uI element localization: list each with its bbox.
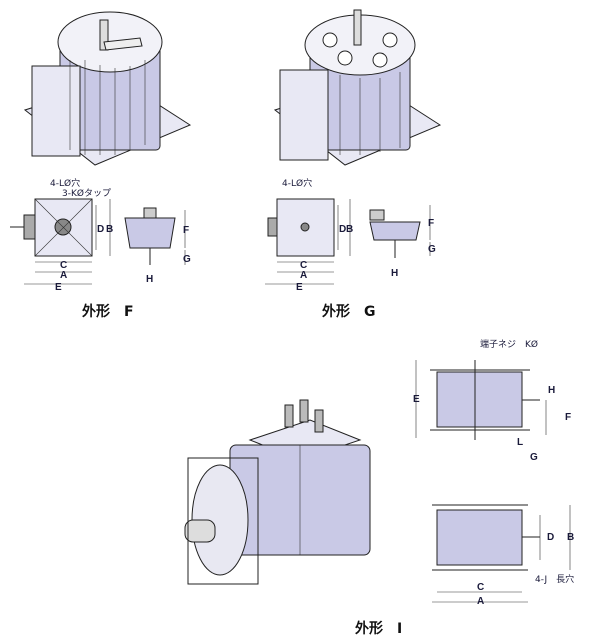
caption-i: 外形 I — [355, 620, 402, 637]
figure-g-perspective — [273, 9, 442, 166]
dim-g: G — [183, 254, 191, 265]
dim-e: E — [55, 282, 62, 293]
note-hole: 4-LØ穴 — [282, 177, 312, 189]
figure-f-perspective — [23, 11, 192, 166]
dim-a: A — [300, 270, 307, 281]
dim-b: B — [106, 224, 113, 235]
caption-f: 外形 F — [82, 303, 134, 320]
dim-g: G — [428, 244, 436, 255]
dim-a: A — [477, 596, 484, 607]
dim-d: D — [547, 532, 554, 543]
dim-e: E — [296, 282, 303, 293]
dim-d: D — [97, 224, 104, 235]
figure-i-perspective — [184, 399, 371, 585]
dim-b: B — [567, 532, 574, 543]
dim-g: G — [530, 452, 538, 463]
dim-f: F — [565, 412, 571, 423]
figure-f-plan-view: C A E D B 4-LØ穴 3-KØタップ — [10, 177, 113, 293]
dim-h: H — [391, 268, 398, 279]
dim-c: C — [477, 582, 484, 593]
note-tap: 3-KØタップ — [62, 188, 111, 199]
note-hole: 4-LØ穴 — [50, 177, 80, 189]
dim-e: E — [413, 394, 420, 405]
dim-h: H — [146, 274, 153, 285]
dim-f: F — [428, 218, 434, 229]
figure-g-plan-view: C A E D B 4-LØ穴 — [265, 177, 353, 293]
dim-a: A — [60, 270, 67, 281]
note-terminal: 端子ネジ KØ — [480, 338, 538, 350]
dim-c: C — [300, 260, 307, 271]
figure-i-plan-view: D B C A 4-J 長穴 — [432, 504, 574, 607]
dim-h: H — [548, 385, 555, 396]
figure-f-side-view: F G H — [124, 207, 191, 285]
dim-b: B — [346, 224, 353, 235]
figure-i-side-view: E H F L G 端子ネジ KØ — [413, 338, 571, 463]
dim-d: D — [339, 224, 346, 235]
dim-l: L — [517, 437, 523, 448]
caption-g: 外形 G — [322, 303, 376, 320]
figure-g-side-view: F G H — [369, 205, 436, 279]
dim-c: C — [60, 260, 67, 271]
dim-f: F — [183, 225, 189, 236]
note-slot: 4-J 長穴 — [535, 573, 574, 585]
